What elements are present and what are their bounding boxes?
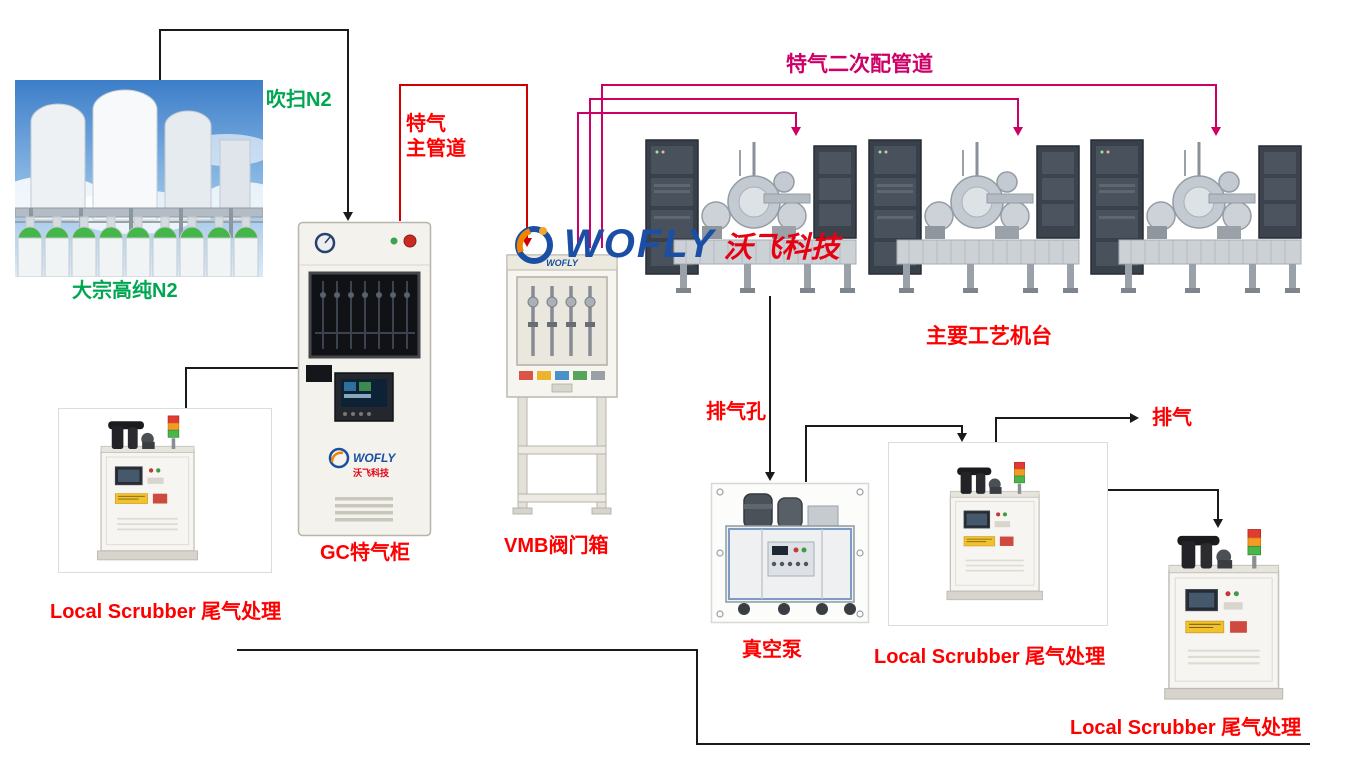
left-scrubber-image	[96, 415, 199, 561]
label-exhaust: 排气	[1152, 407, 1192, 429]
label-scrubber-left: Local Scrubber 尾气处理	[50, 601, 282, 623]
label-scrubber-right: Local Scrubber 尾气处理	[1070, 717, 1302, 739]
gc-cabinet-logo: WOFLY 沃飞科技	[328, 447, 396, 478]
gc-logo-cn-text: 沃飞科技	[353, 467, 390, 478]
pipe-vmb-to-tool1	[577, 112, 797, 248]
left-scrubber-photo-box	[58, 408, 272, 573]
label-vmb-box: VMB阀门箱	[504, 535, 609, 557]
process-tool-2-image	[867, 136, 1081, 296]
label-purge-n2: 吹扫N2	[266, 89, 332, 111]
label-secondary-pipe: 特气二次配管道	[786, 53, 933, 76]
label-process-tools: 主要工艺机台	[926, 325, 1052, 348]
pipe-vmb-to-tool3	[601, 84, 1217, 248]
wofly-logo-text: WOFLY	[564, 222, 716, 266]
gc-gas-cabinet-image: WOFLY 沃飞科技	[297, 221, 432, 537]
label-exhaust-port: 排气孔	[706, 401, 766, 423]
label-main-pipe-line1: 特气	[406, 113, 446, 135]
gas-cylinders	[17, 216, 259, 278]
label-gc-cabinet: GC特气柜	[320, 542, 410, 564]
label-bulk-n2: 大宗高纯N2	[72, 280, 178, 302]
wofly-logo-cn-text: 沃飞科技	[723, 231, 840, 264]
pipe-mid-scrubber-exhaust	[995, 417, 1131, 442]
gc-logo-text: WOFLY	[353, 451, 396, 465]
mid-scrubber-image	[946, 461, 1044, 601]
pipe-mid-to-right-scrubber	[1106, 489, 1219, 520]
process-tool-1-image	[644, 136, 858, 296]
pipe-n2-to-gc	[159, 29, 349, 213]
mid-scrubber-photo-box	[888, 442, 1108, 626]
label-main-pipe-line2: 主管道	[406, 138, 466, 160]
vacuum-pump-image	[710, 482, 870, 624]
pipe-gc-to-left-scrubber	[185, 367, 298, 411]
pipe-vmb-to-tool2	[589, 98, 1019, 248]
wofly-watermark-logo: WOFLY 沃飞科技	[512, 222, 839, 267]
pipe-gc-to-vmb	[399, 84, 528, 239]
process-tool-3-image	[1089, 136, 1303, 296]
wofly-logo-icon	[515, 225, 553, 264]
label-scrubber-mid: Local Scrubber 尾气处理	[874, 646, 1106, 668]
n2-tank-farm-photo	[0, 80, 283, 278]
label-main-pipe: 特气 主管道	[406, 112, 466, 162]
vmb-valve-box-image: WOFLY	[502, 250, 622, 518]
right-scrubber-image	[1150, 528, 1325, 713]
pipe-bottom-duct	[237, 649, 1310, 745]
vmb-header-text: WOFLY	[546, 258, 579, 268]
pipe-pump-to-mid-scrubber	[805, 425, 963, 482]
label-vacuum-pump: 真空泵	[742, 639, 802, 661]
